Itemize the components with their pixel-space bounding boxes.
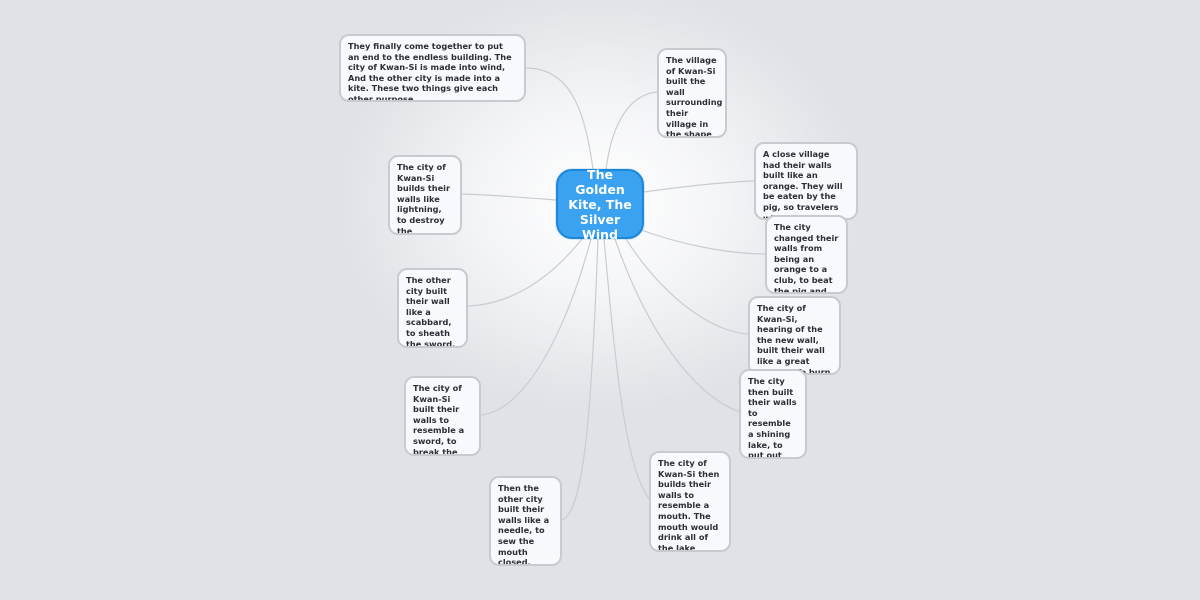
connector-scabbard xyxy=(466,238,583,307)
central-topic[interactable]: The Golden Kite, The Silver Wind xyxy=(556,167,644,242)
connector-sword xyxy=(480,238,592,416)
connector-mouth xyxy=(603,238,651,501)
connector-club xyxy=(635,227,767,255)
topic-needle[interactable]: Then the other city built their walls li… xyxy=(489,476,562,566)
topic-club[interactable]: The city changed their walls from being … xyxy=(765,215,848,294)
topic-end-building[interactable]: They finally come together to put an end… xyxy=(339,34,526,102)
connector-orange xyxy=(643,180,756,193)
topic-lake[interactable]: The city then built their walls to resem… xyxy=(739,369,807,459)
topic-orange[interactable]: A close village had their walls built li… xyxy=(754,142,858,220)
topic-bonfire[interactable]: The city of Kwan-Si, hearing of the the … xyxy=(748,296,841,375)
topic-pig[interactable]: The village of Kwan-Si built the wall su… xyxy=(657,48,727,138)
connector-bonfire xyxy=(625,238,750,335)
connector-needle xyxy=(561,238,599,521)
topic-mouth[interactable]: The city of Kwan-Si then builds their wa… xyxy=(649,451,731,552)
connector-end-building xyxy=(525,67,594,170)
topic-scabbard[interactable]: The other city built their wall like a s… xyxy=(397,268,468,348)
topic-sword[interactable]: The city of Kwan-Si built their walls to… xyxy=(404,376,481,456)
connector-lightning xyxy=(461,193,557,201)
topic-lightning[interactable]: The city of Kwan-Si builds their walls l… xyxy=(388,155,462,235)
connector-pig xyxy=(605,91,658,170)
connector-lake xyxy=(614,238,742,413)
